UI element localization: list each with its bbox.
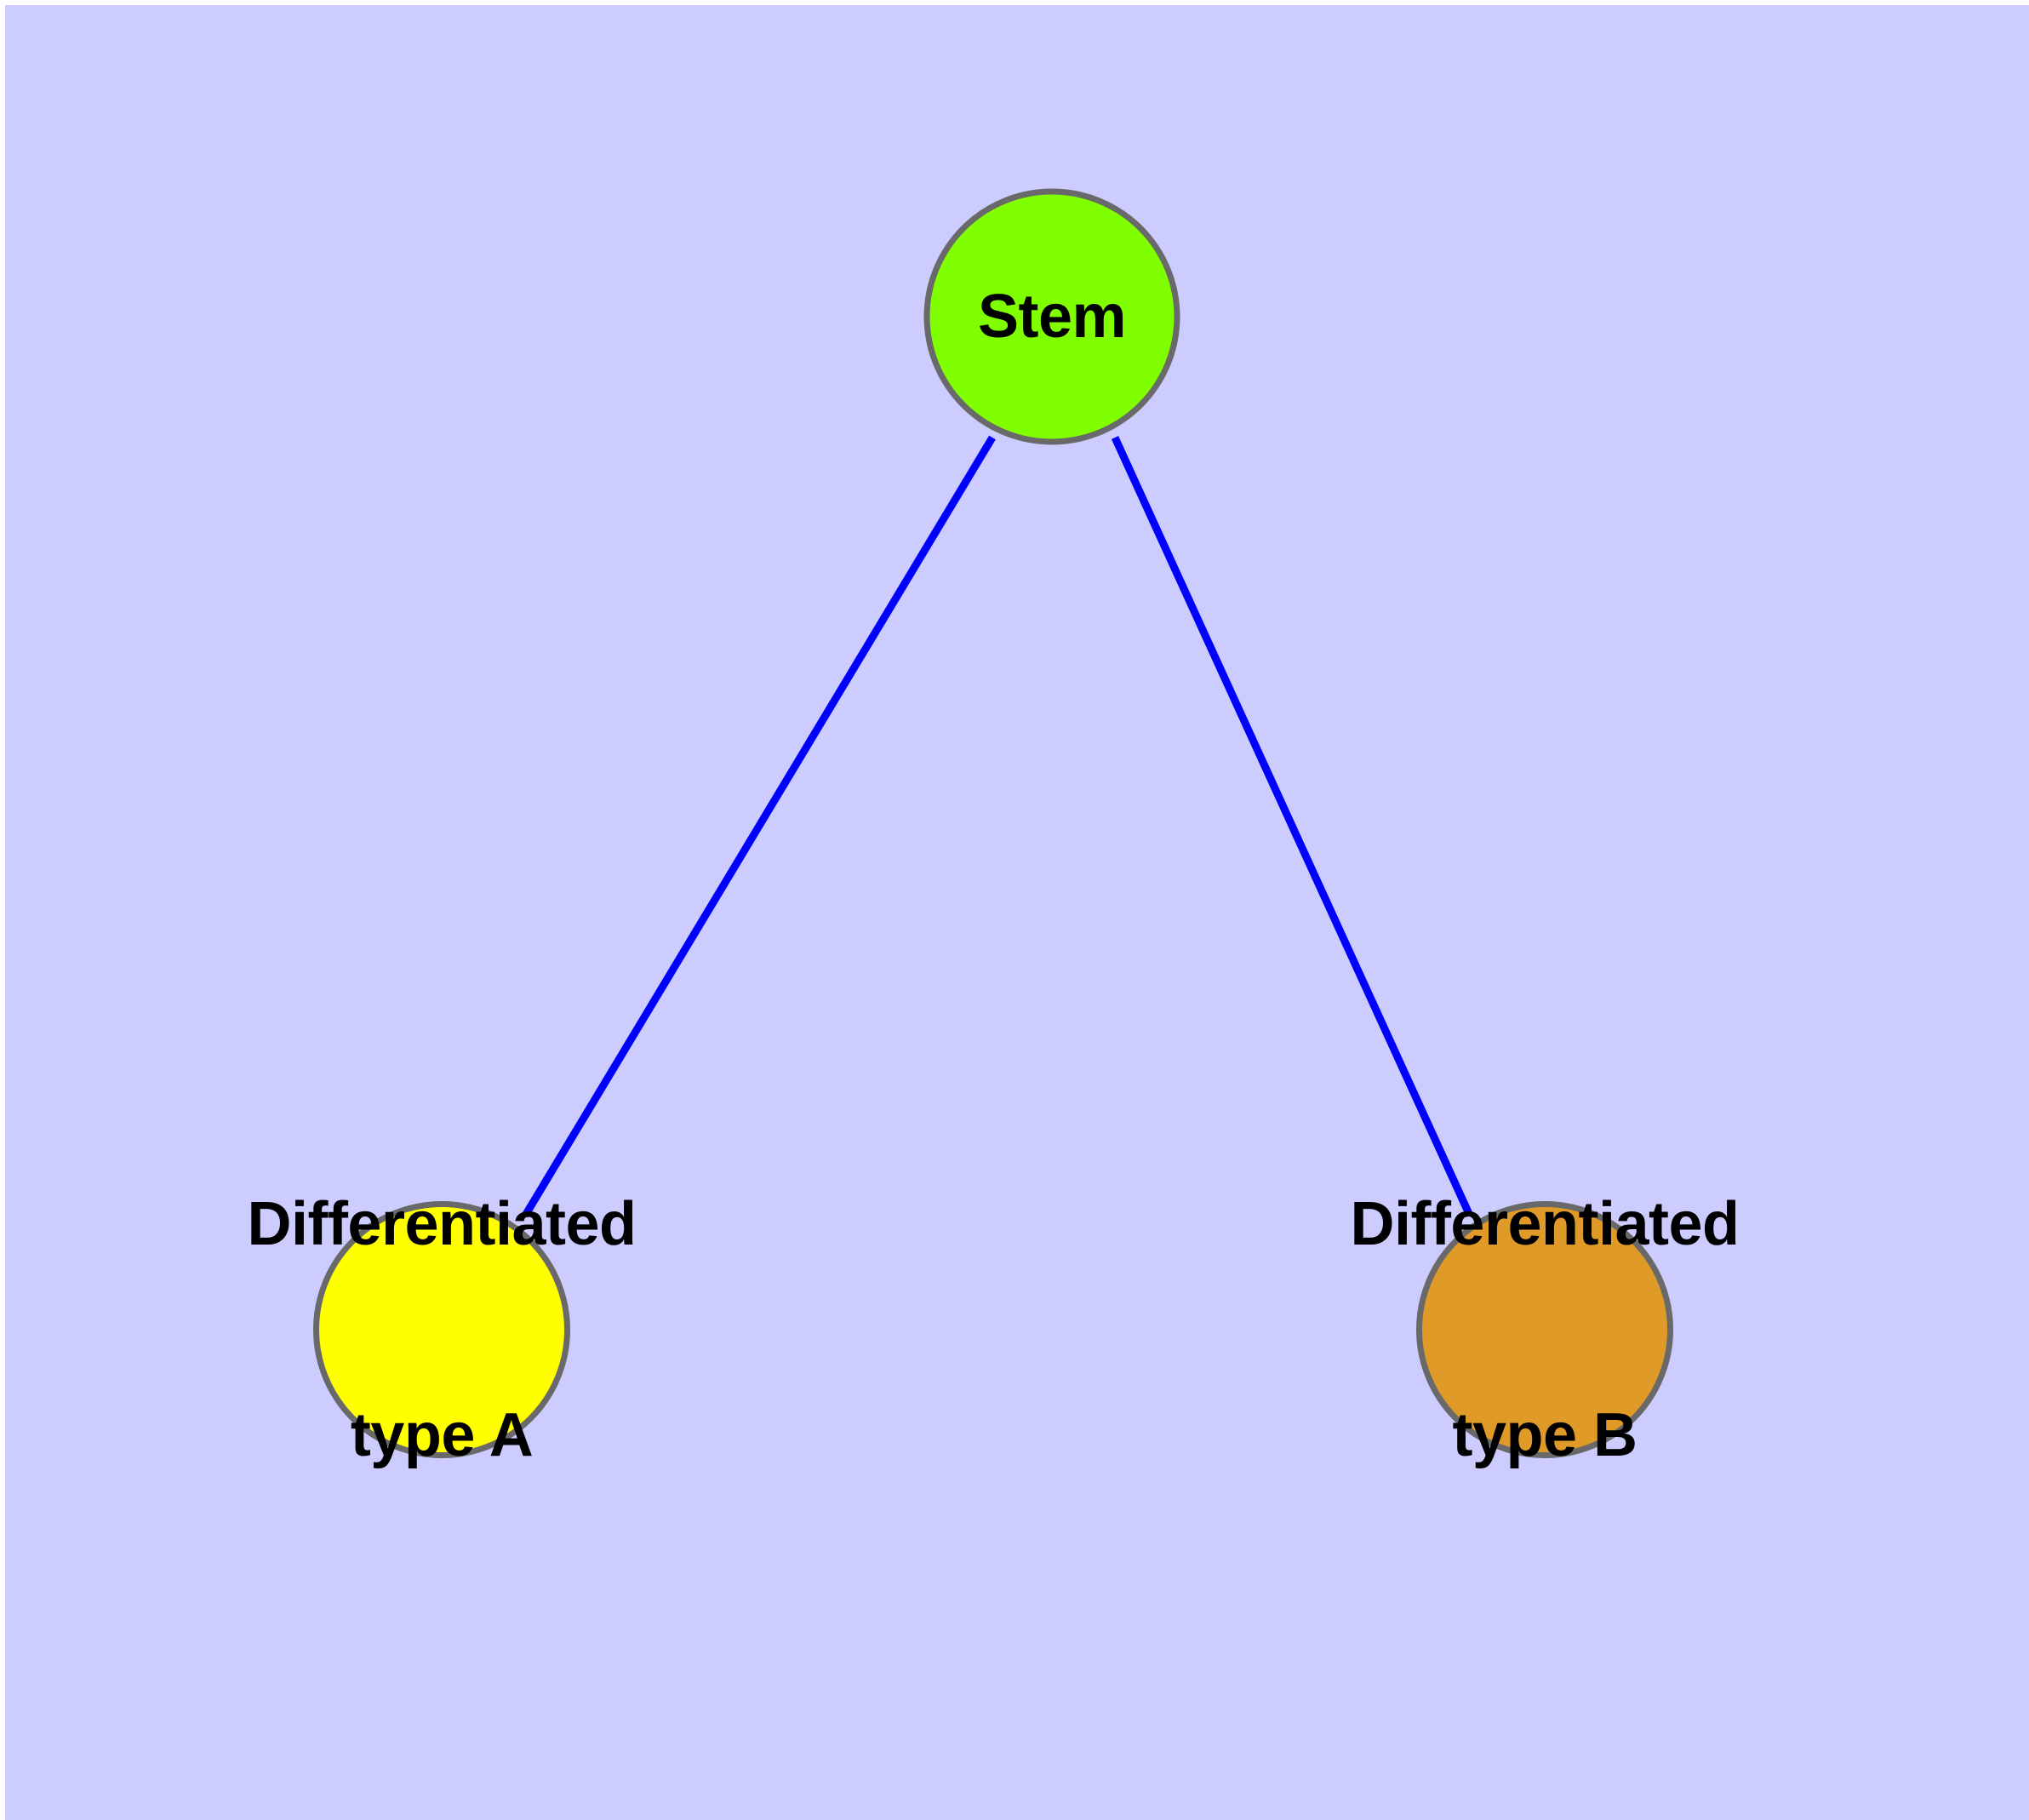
node-differentiated-type-b[interactable] xyxy=(1416,1201,1673,1458)
node-differentiated-type-a[interactable] xyxy=(313,1201,570,1458)
node-stem[interactable] xyxy=(923,188,1180,445)
